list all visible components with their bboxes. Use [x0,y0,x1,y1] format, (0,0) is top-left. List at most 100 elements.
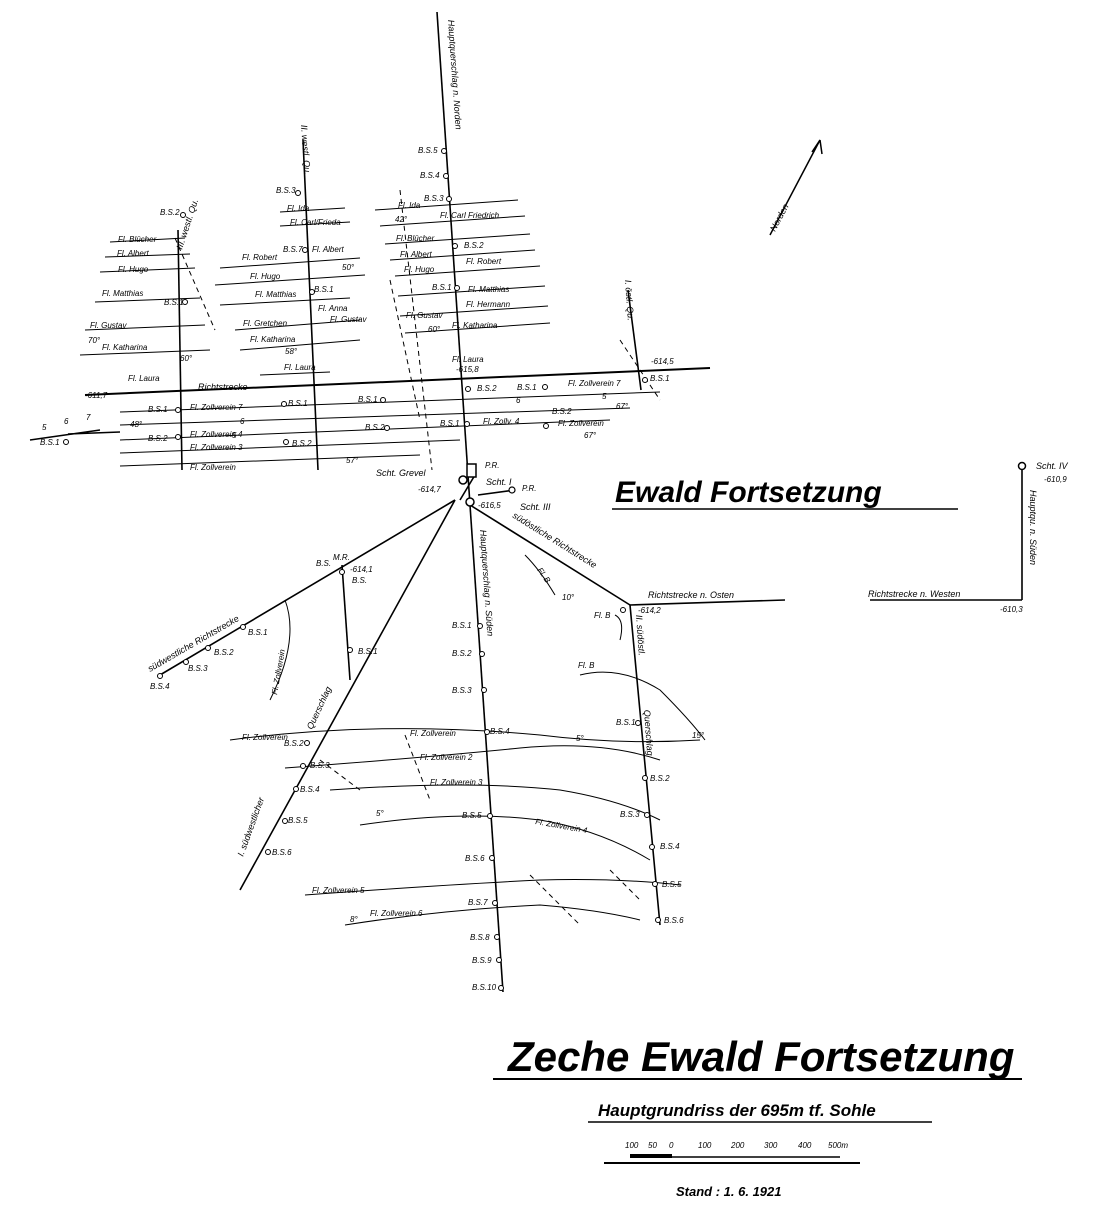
seam-label: Fl. Gretchen [243,319,288,328]
date-label: Stand : 1. 6. 1921 [676,1184,782,1199]
elev: -614,7 [418,485,441,494]
seam-label: Fl. Katharina [452,321,498,330]
bs-label: B.S.8 [470,933,490,942]
seam-label: Fl. Laura [452,355,484,364]
scale-tick: 200 [730,1141,745,1150]
bs-label: B.S.1 [517,383,537,392]
bs-label: B.S.3 [276,186,296,195]
label-richt-osten: Richtstrecke n. Osten [648,590,734,600]
bs-label: B.S. [316,559,331,568]
bs-label: B.S.3 [424,194,444,203]
seam-label: Fl. Blücher [396,234,435,243]
seam-label: Fl. Zollverein 3 [430,778,483,787]
dip-label: 70° [88,336,101,345]
bs-label: B.S.1 [358,647,378,656]
scale-bar: 100 50 0 100 200 300 400 500m [604,1141,860,1164]
label-mr: M.R. [333,553,350,562]
seam-label: Fl. Hugo [404,265,435,274]
shaft-1-icon [466,463,477,478]
dip-label: 15° [692,731,705,740]
seam-label: Fl. Hugo [118,265,149,274]
seam-label: Fl. Zollverein 7 [568,379,621,388]
bs-label: B.S.2 [464,241,484,250]
bs-label: B.S.2 [214,648,234,657]
dip-label: 67° [584,431,597,440]
label-grevel: Scht. Grevel [376,468,427,478]
dip-label: 5° [576,734,584,743]
bs-label: B.S.10 [472,983,497,992]
bs-label: B.S.1 [248,628,268,637]
elev: -616,5 [478,501,501,510]
bs-label: B.S.2 [292,439,312,448]
dip-label: 60° [428,325,441,334]
label-richtstrecke: Richtstrecke [198,382,248,392]
seam-label: Fl. B [578,661,595,670]
bs-label: B.S.5 [418,146,438,155]
seam-label: Fl. Zollverein [270,648,287,695]
seam-label: Fl. Ida [398,201,421,210]
seam-label: Fl. Gustav [330,315,367,324]
shaft-4-icon [1017,461,1027,471]
seam-label: Fl. Zollverein [410,729,456,738]
seam-label: Fl. Laura [128,374,160,383]
north-arrow-icon [769,139,821,236]
bs-label: B.S.5 [662,880,682,889]
bs-label: B.S.1 [314,285,334,294]
bs-label: B.S.1 [432,283,452,292]
map-title: Ewald Fortsetzung [615,476,882,509]
seam-label: Fl. Zollv. 4 [483,417,520,426]
label-so2q: Querschlag [642,709,655,756]
elev: -615,8 [456,365,479,374]
seam-label: Fl. Zollverein 2 [420,753,473,762]
seam-label: Fl. Carl Friedrich [440,211,500,220]
dip-label: 60° [180,354,193,363]
bs-markers [63,148,661,991]
seam-label: Fl. Gustav [406,311,443,320]
dip-label: 5° [376,809,384,818]
num-label: 5 [232,431,237,440]
bs-label: B.S.1 [164,298,184,307]
label-west3: III. westl. Qu. [174,198,200,251]
seam-label: Fl. B [535,566,552,585]
label-hq-nord: Hauptquerschlag n. Norden [446,19,464,130]
label-sw1: I. südwestlicher [235,795,266,858]
seam-label: Fl. Gustav [90,321,127,330]
num-label: 5 [42,423,47,432]
bs-label: B.S.2 [284,739,304,748]
label-pr2: P.R. [522,484,537,493]
seam-label: Fl. Albert [117,249,149,258]
label-pr1: P.R. [485,461,500,470]
bs-label: B.S. [352,576,367,585]
bs-label: B.S.1 [148,405,168,414]
dip-label: 48° [130,420,143,429]
seam-label: Fl. Ida [287,204,310,213]
seam-label: Fl. Blücher [118,235,157,244]
scale-tick: 50 [648,1141,657,1150]
dip-label: 67° [616,402,629,411]
bs-label: B.S.4 [420,171,440,180]
bs-label: B.S.5 [288,816,308,825]
pr-icon [508,486,516,494]
seam-label: Fl. Hermann [466,300,511,309]
seam-label: Fl. Matthias [102,289,143,298]
bs-label: B.S.3 [310,761,330,770]
dip-label: 10° [562,593,575,602]
num-label: 5 [602,392,607,401]
dip-label: 8° [350,915,358,924]
seam-label: Fl. Matthias [255,290,296,299]
num-label: 6 [64,417,69,426]
seam-label: Fl. Hugo [250,272,281,281]
bs-label: B.S.2 [650,774,670,783]
shaft-grevel-icon [458,475,468,485]
dashed-faults [174,189,661,926]
num-label: 6 [516,396,521,405]
label-west2: II. westl. Qu. [299,124,312,175]
bs-label: B.S.2 [160,208,180,217]
dip-label: 50° [342,263,355,272]
mine-roads [29,11,1023,993]
elev: -614,1 [350,565,373,574]
shaft-3-icon [465,497,475,507]
seam-label: Fl. Carl/Frieda [290,218,341,227]
bs-label: B.S.1 [440,419,460,428]
